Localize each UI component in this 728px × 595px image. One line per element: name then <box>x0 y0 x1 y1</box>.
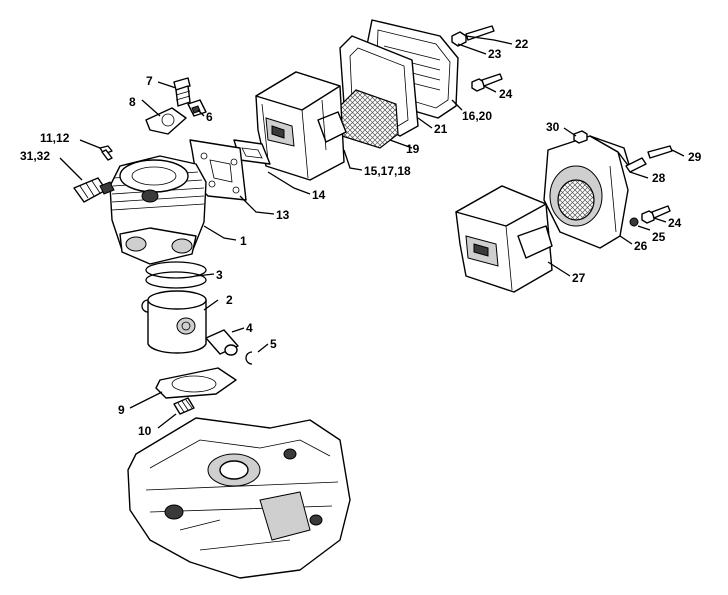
callout-24-right: 24 <box>668 216 682 230</box>
muffler-right-bolts <box>573 130 673 227</box>
callout-8: 8 <box>129 95 136 109</box>
callout-24-top: 24 <box>499 87 513 101</box>
callout-2: 2 <box>226 293 233 307</box>
callout-4: 4 <box>246 321 253 335</box>
callout-22: 22 <box>515 37 529 51</box>
callout-10: 10 <box>138 424 152 438</box>
callout-13: 13 <box>276 208 290 222</box>
callout-14: 14 <box>312 188 326 202</box>
callout-23: 23 <box>488 47 502 61</box>
callout-16-20: 16,20 <box>462 109 492 123</box>
cylinder <box>109 155 207 265</box>
decompression-valve <box>73 177 115 203</box>
muffler-front-shell <box>455 185 553 293</box>
callout-28: 28 <box>652 171 666 185</box>
crankcase <box>127 417 351 579</box>
piston-pin <box>205 329 239 356</box>
callout-21: 21 <box>434 122 448 136</box>
callout-7: 7 <box>146 74 153 88</box>
circlips <box>141 299 253 365</box>
callout-31-32: 31,32 <box>20 149 50 163</box>
callout-11-12: 11,12 <box>40 131 70 145</box>
callout-26: 26 <box>634 239 648 253</box>
piston <box>147 290 207 354</box>
callout-3: 3 <box>216 268 223 282</box>
intake-plug <box>187 99 207 117</box>
muffler-housing <box>255 71 347 181</box>
cylinder-screw <box>99 145 113 161</box>
impulse-nipple <box>173 77 191 107</box>
callout-25: 25 <box>652 230 666 244</box>
leader-lines <box>59 35 685 429</box>
muffler-rear-shell <box>543 135 631 249</box>
callout-9: 9 <box>118 403 125 417</box>
needle-cage <box>173 397 195 415</box>
callout-27: 27 <box>572 271 586 285</box>
piston-rings <box>145 261 207 289</box>
callout-30: 30 <box>546 120 560 134</box>
callout-5: 5 <box>270 337 277 351</box>
cylinder-base-gasket <box>155 367 237 399</box>
intake-flange <box>145 107 187 135</box>
callout-6: 6 <box>206 110 213 124</box>
callout-19: 19 <box>406 142 420 156</box>
callout-15-17-18: 15,17,18 <box>364 164 411 178</box>
callout-29: 29 <box>688 150 702 164</box>
callout-1: 1 <box>240 234 247 248</box>
